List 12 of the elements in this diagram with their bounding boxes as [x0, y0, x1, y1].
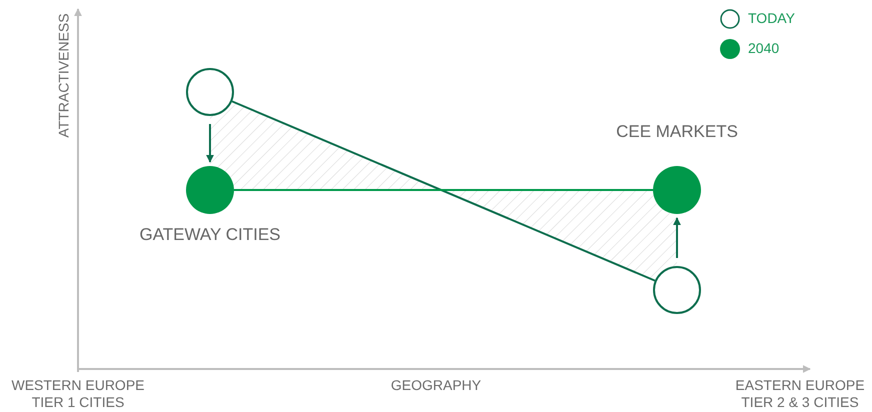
y-axis-title: ATTRACTIVENESS — [56, 13, 72, 138]
axis-end-label: EASTERN EUROPE TIER 2 & 3 CITIES — [734, 377, 866, 411]
axis-end-label: WESTERN EUROPE TIER 1 CITIES — [10, 377, 146, 411]
x-axis-title: GEOGRAPHY — [390, 377, 482, 394]
arrow — [206, 124, 214, 163]
city-group-label: GATEWAY CITIES — [139, 225, 281, 245]
arrow — [673, 217, 681, 258]
connector-line — [232, 100, 656, 282]
city-group-label: CEE MARKETS — [616, 122, 738, 142]
connector-line — [234, 189, 653, 191]
legend-label: TODAY — [748, 10, 795, 26]
legend-label: 2040 — [748, 40, 780, 56]
